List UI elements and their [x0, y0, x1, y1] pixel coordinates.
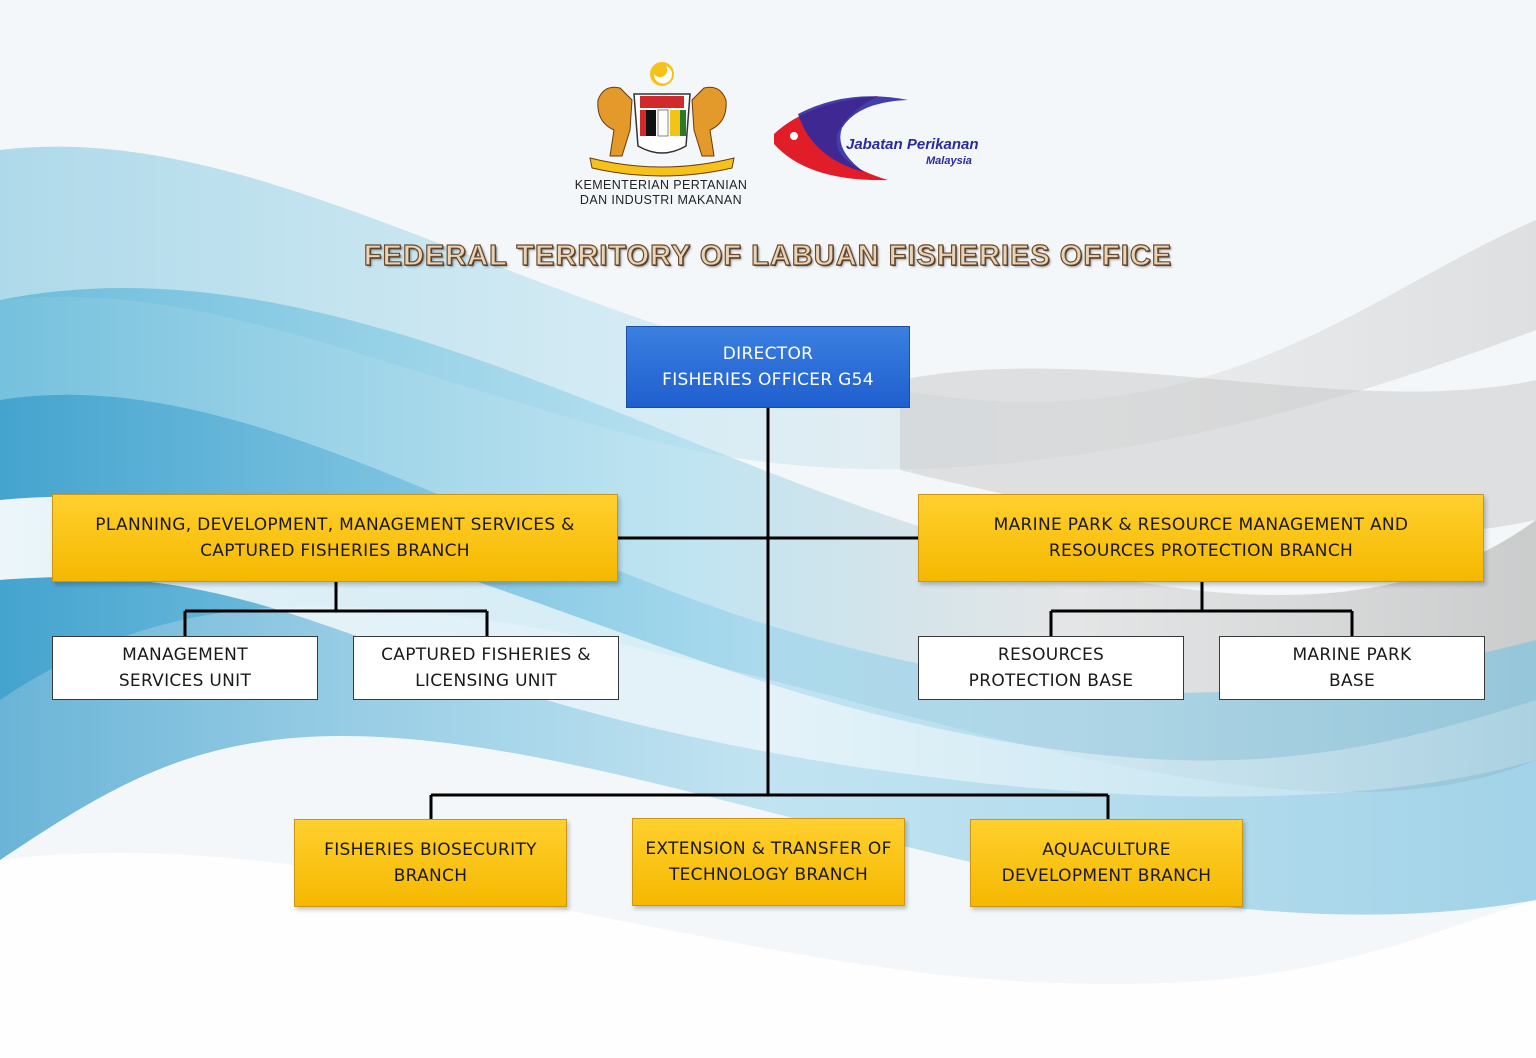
branch-planning: PLANNING, DEVELOPMENT, MANAGEMENT SERVIC… [52, 494, 618, 582]
branch-marine-line-2: RESOURCES PROTECTION BRANCH [1048, 541, 1354, 561]
director-box: DIRECTOR FISHERIES OFFICER G54 [626, 326, 910, 408]
branch-aquaculture-line-2: DEVELOPMENT BRANCH [1001, 866, 1212, 886]
branch-planning-line-1: PLANNING, DEVELOPMENT, MANAGEMENT SERVIC… [95, 515, 575, 535]
unit-management-line-1: MANAGEMENT [122, 645, 248, 665]
branch-planning-line-2: CAPTURED FISHERIES BRANCH [200, 541, 470, 561]
branch-aquaculture-line-1: AQUACULTURE [1042, 840, 1171, 860]
dept-logo-subtext: Malaysia [926, 155, 972, 167]
branch-biosecurity: FISHERIES BIOSECURITY BRANCH [294, 819, 567, 907]
ministry-line-1: KEMENTERIAN PERTANIAN [574, 178, 748, 192]
branch-extension-line-1: EXTENSION & TRANSFER OF [645, 839, 892, 859]
unit-marine-park-base: MARINE PARK BASE [1219, 636, 1485, 700]
page-title: FEDERAL TERRITORY OF LABUAN FISHERIES OF… [363, 239, 1173, 272]
unit-captured-line-2: LICENSING UNIT [415, 671, 557, 691]
unit-captured-fisheries: CAPTURED FISHERIES & LICENSING UNIT [353, 636, 619, 700]
director-line-1: DIRECTOR [722, 344, 814, 364]
branch-marine-park: MARINE PARK & RESOURCE MANAGEMENT AND RE… [918, 494, 1484, 582]
unit-resources-protection: RESOURCES PROTECTION BASE [918, 636, 1184, 700]
branch-extension-line-2: TECHNOLOGY BRANCH [668, 865, 869, 885]
ministry-line-2: DAN INDUSTRI MAKANAN [579, 193, 743, 207]
unit-resources-line-1: RESOURCES [997, 645, 1105, 665]
coat-of-arms-logo [589, 62, 735, 177]
branch-marine-line-1: MARINE PARK & RESOURCE MANAGEMENT AND [993, 515, 1409, 535]
director-line-2: FISHERIES OFFICER G54 [662, 370, 874, 390]
dept-logo-text: Jabatan Perikanan [846, 136, 979, 153]
fisheries-department-logo [774, 96, 908, 181]
unit-management-services: MANAGEMENT SERVICES UNIT [52, 636, 318, 700]
unit-marinepark-line-2: BASE [1328, 671, 1376, 691]
ministry-name: KEMENTERIAN PERTANIAN DAN INDUSTRI MAKAN… [566, 178, 756, 208]
branch-extension: EXTENSION & TRANSFER OF TECHNOLOGY BRANC… [632, 818, 905, 906]
unit-resources-line-2: PROTECTION BASE [968, 671, 1134, 691]
unit-management-line-2: SERVICES UNIT [118, 671, 252, 691]
branch-aquaculture: AQUACULTURE DEVELOPMENT BRANCH [970, 819, 1243, 907]
unit-captured-line-1: CAPTURED FISHERIES & [381, 645, 591, 665]
branch-biosecurity-line-1: FISHERIES BIOSECURITY [324, 840, 537, 860]
unit-marinepark-line-1: MARINE PARK [1292, 645, 1412, 665]
branch-biosecurity-line-2: BRANCH [393, 866, 468, 886]
